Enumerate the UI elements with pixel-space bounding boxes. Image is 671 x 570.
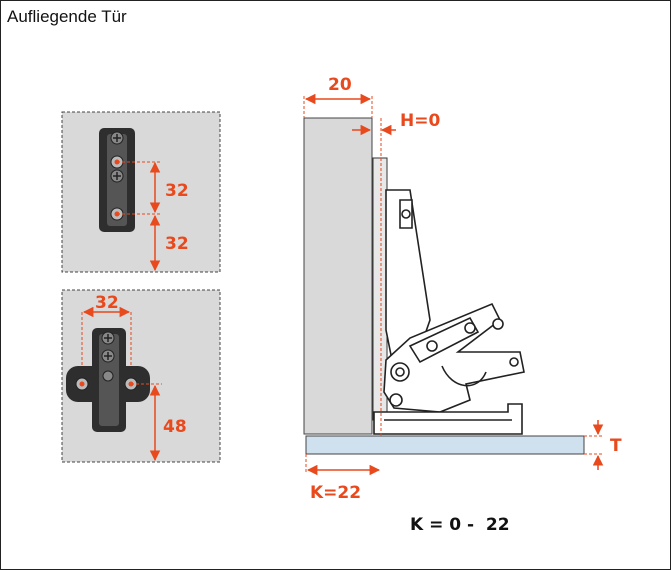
- k-range-formula: K = 0 - 22: [410, 515, 510, 535]
- k-dim: K=22: [310, 483, 361, 503]
- top-plate-upper-dim: 32: [165, 181, 189, 201]
- panel-thickness-dim: 20: [328, 75, 352, 95]
- h-dim: H=0: [400, 111, 440, 131]
- top-plate-lower-dim: 32: [165, 234, 189, 254]
- mounting-plate-cross-icon: [66, 328, 150, 432]
- top-plate-panel: [61, 111, 221, 273]
- bottom-plate-view: 32 48: [61, 289, 221, 463]
- drawing-title: Aufliegende Tür: [7, 7, 127, 26]
- top-plate-view: 32 32: [61, 111, 221, 273]
- t-dim: T: [610, 436, 622, 456]
- bottom-plate-width-dim: 32: [95, 293, 119, 313]
- mounting-plate-top-icon: [99, 128, 135, 232]
- section-view: 20 H=0 K=22 T K = 0 - 22: [303, 75, 622, 535]
- bottom-plate-height-dim: 48: [163, 417, 187, 437]
- cabinet-side-panel: [303, 117, 373, 435]
- door-panel: [305, 435, 585, 455]
- hinge-mechanism-icon: [373, 189, 525, 435]
